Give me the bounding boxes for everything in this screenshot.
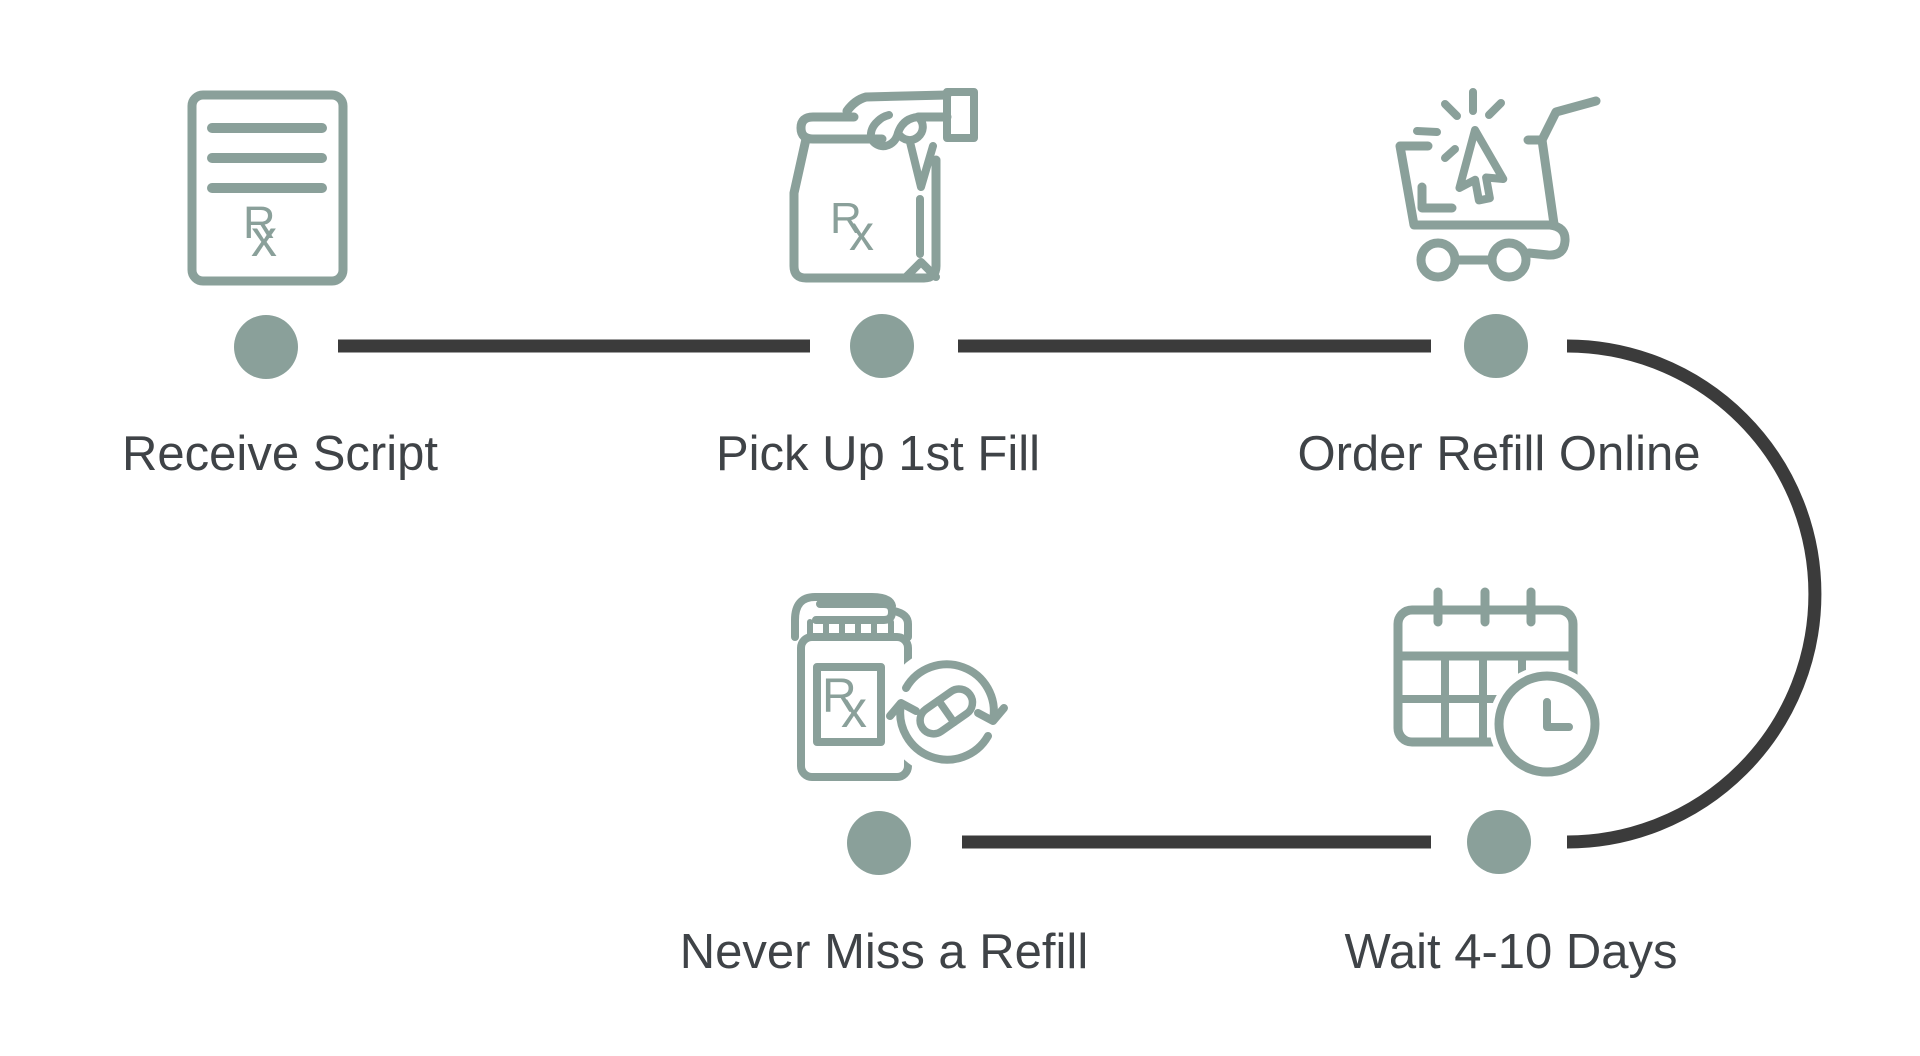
clock-hands <box>1543 698 1573 731</box>
cart-wheel-left <box>1416 238 1460 282</box>
sleeve-cuff <box>943 88 978 142</box>
step-dots <box>234 314 1531 875</box>
document-rx-r: R <box>243 197 276 248</box>
clock-face <box>1494 671 1600 777</box>
step-dot-2 <box>850 314 914 378</box>
bottle-rx-r: R <box>822 670 857 723</box>
arm <box>842 90 952 122</box>
refresh-arrow-bottom <box>896 700 992 764</box>
document-outline <box>187 90 348 286</box>
cart-frame-curl <box>1524 220 1570 260</box>
step-label-receive-script: Receive Script <box>122 427 438 481</box>
cart-click-icon <box>1395 88 1601 282</box>
prescription-document-icon: R x <box>187 90 348 286</box>
step-label-never-miss-a-refill: Never Miss a Refill <box>679 925 1089 979</box>
hand-fingers <box>867 111 922 151</box>
cart-handle <box>1537 96 1601 145</box>
cart-wheel-right <box>1487 238 1531 282</box>
pill-bottle-refill-icon: R x <box>791 593 1011 781</box>
cart-inner-bracket <box>1417 182 1457 213</box>
step-dot-1 <box>234 315 298 379</box>
document-text-lines <box>207 123 327 193</box>
calendar-rings <box>1433 587 1536 627</box>
calendar-grid <box>1394 652 1577 746</box>
step-label-wait-4-10-days: Wait 4-10 Days <box>1344 925 1678 979</box>
click-rays <box>1413 88 1505 162</box>
connector-path <box>338 339 1822 849</box>
bag-rx-r: R <box>830 194 862 243</box>
step-dot-3 <box>1464 314 1528 378</box>
refresh-arrow-top <box>902 660 998 724</box>
calendar-clock-icon <box>1393 587 1605 782</box>
refresh-arrow-top-head <box>974 704 1008 725</box>
capsule-icon <box>916 685 977 738</box>
hand-holding-pharmacy-bag-icon: R x <box>789 88 978 283</box>
bag-pleat <box>902 138 940 281</box>
bottle-rx-x: x <box>841 681 867 739</box>
bottle-cap-lid <box>812 600 896 624</box>
refresh-arrow-bottom-head <box>886 699 920 720</box>
bottle-cap-ribs <box>807 619 894 639</box>
step-label-order-refill-online: Order Refill Online <box>1297 427 1701 481</box>
connector-arc <box>1566 339 1822 849</box>
step-label-pick-up-1st-fill: Pick Up 1st Fill <box>715 427 1041 481</box>
document-rx-x: x <box>251 210 277 268</box>
cursor-arrow-icon <box>1455 126 1508 205</box>
step-dot-4 <box>847 811 911 875</box>
bag-rx-x: x <box>849 205 874 261</box>
step-dot-5 <box>1467 810 1531 874</box>
bottle-label <box>813 663 885 746</box>
hand-thumb <box>894 115 927 145</box>
